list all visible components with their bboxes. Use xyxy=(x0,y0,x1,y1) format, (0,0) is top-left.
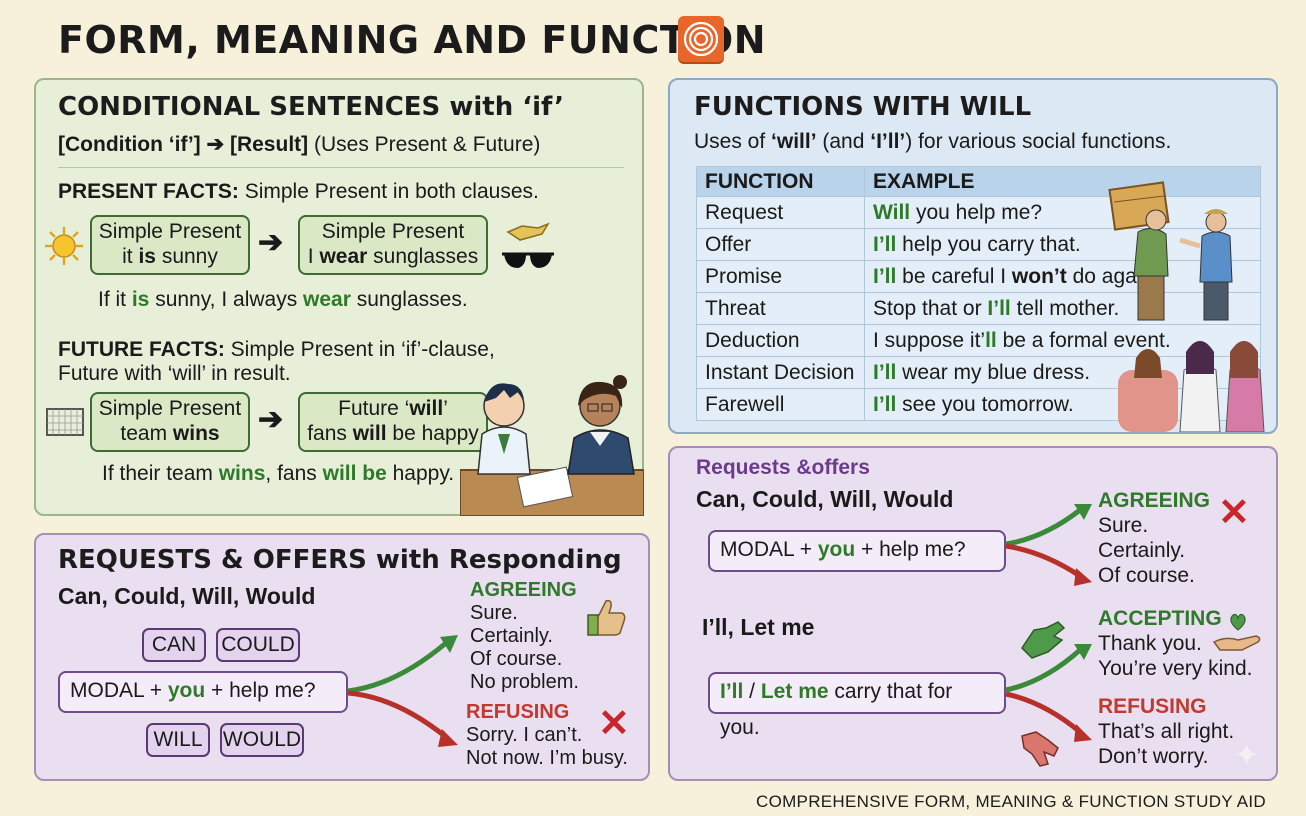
arrow-icon: ➔ xyxy=(258,403,284,436)
women-talking-illustration xyxy=(1118,330,1274,437)
function-cell: Instant Decision xyxy=(696,356,865,389)
functions-heading: FUNCTIONS WITH WILL xyxy=(694,92,1032,122)
present-example: If it is sunny, I always wear sunglasses… xyxy=(98,288,468,311)
conditional-panel: CONDITIONAL SENTENCES with ‘if’ [Conditi… xyxy=(34,78,645,517)
sun-icon xyxy=(44,226,84,271)
table-header-function: FUNCTION xyxy=(696,166,865,197)
sunglasses-icon xyxy=(498,218,558,281)
functions-panel: FUNCTIONS WITH WILL Uses of ‘will’ (and … xyxy=(668,78,1278,434)
branch-arrows xyxy=(346,625,466,760)
future-facts: FUTURE FACTS: Simple Present in ‘if’-cla… xyxy=(58,338,495,385)
modal-could: COULD xyxy=(216,628,300,662)
table-header-example: EXAMPLE xyxy=(864,166,1261,197)
ill-let-me-label: I’ll, Let me xyxy=(702,614,815,640)
requests-modals: Can, Could, Will, Would xyxy=(58,583,316,609)
functions-subtitle: Uses of ‘will’ (and ‘I’ll’) for various … xyxy=(694,130,1172,153)
cross-icon: ✕ xyxy=(598,703,630,745)
goal-icon xyxy=(44,406,86,443)
conditional-formula: [Condition ‘if’] ➔ [Result] (Uses Presen… xyxy=(58,133,541,156)
branch-arrows xyxy=(1004,620,1094,755)
requests-heading: REQUESTS & OFFERS with Responding xyxy=(58,545,622,575)
logo-icon xyxy=(678,16,724,62)
arrow-icon: ➔ xyxy=(258,226,284,259)
sparkle-icon: ✦ xyxy=(1234,739,1260,772)
agreeing-list: AGREEING Sure. Certainly. Of course. No … xyxy=(470,579,579,693)
modal-can: CAN xyxy=(142,628,206,662)
refusing-list: REFUSING Sorry. I can’t. Not now. I’m bu… xyxy=(466,701,628,769)
offers-panel: Requests &offers Can, Could, Will, Would… xyxy=(668,446,1278,781)
function-cell: Request xyxy=(696,196,865,229)
present-facts: PRESENT FACTS: Simple Present in both cl… xyxy=(58,180,539,203)
modal-would: WOULD xyxy=(220,723,304,757)
offers-refusing-list: REFUSING That’s all right. Don’t worry. xyxy=(1098,695,1235,768)
function-cell: Promise xyxy=(696,260,865,293)
thumbs-up-icon xyxy=(584,595,628,644)
offers-formula-box: MODAL + you + help me? xyxy=(708,530,1006,572)
heart-hand-icon xyxy=(1212,610,1264,659)
function-cell: Farewell xyxy=(696,388,865,421)
future-if-box: Simple Present team wins xyxy=(90,392,250,452)
function-cell: Offer xyxy=(696,228,865,261)
accepting-list: ACCEPTING Thank you. You’re very kind. xyxy=(1098,607,1253,680)
present-if-box: Simple Present it is sunny xyxy=(90,215,250,275)
branch-arrows xyxy=(1004,494,1094,595)
future-example: If their team wins, fans will be happy. xyxy=(102,462,455,485)
page-title: FORM, MEANING AND FUNCTION xyxy=(58,18,767,62)
divider xyxy=(58,167,624,168)
example-cell: Stop that or I’ll tell mother. xyxy=(864,292,1261,325)
conditional-heading: CONDITIONAL SENTENCES with ‘if’ xyxy=(58,92,565,122)
function-cell: Deduction xyxy=(696,324,865,357)
modal-formula-box: MODAL + you + help me? xyxy=(58,671,348,713)
students-illustration xyxy=(459,362,645,521)
cross-icon: ✕ xyxy=(1218,492,1250,534)
function-cell: Threat xyxy=(696,292,865,325)
carrying-boxes-illustration xyxy=(1106,176,1256,327)
offers-tag: Requests &offers xyxy=(696,456,870,479)
offers-agreeing-list: AGREEING Sure. Certainly. Of course. xyxy=(1098,489,1211,587)
requests-panel: REQUESTS & OFFERS with Responding Can, C… xyxy=(34,533,650,781)
offers-modals: Can, Could, Will, Would xyxy=(696,486,954,512)
present-result-box: Simple Present I wear sunglasses xyxy=(298,215,488,275)
modal-will: WILL xyxy=(146,723,210,757)
ill-formula-box: I’ll / Let me carry that for you. xyxy=(708,672,1006,739)
refusing-hand-icon xyxy=(1018,726,1064,775)
handshake-icon xyxy=(1018,618,1070,667)
footer-caption: COMPREHENSIVE FORM, MEANING & FUNCTION S… xyxy=(756,792,1266,811)
future-result-box: Future ‘will’ fans will be happy xyxy=(298,392,488,452)
